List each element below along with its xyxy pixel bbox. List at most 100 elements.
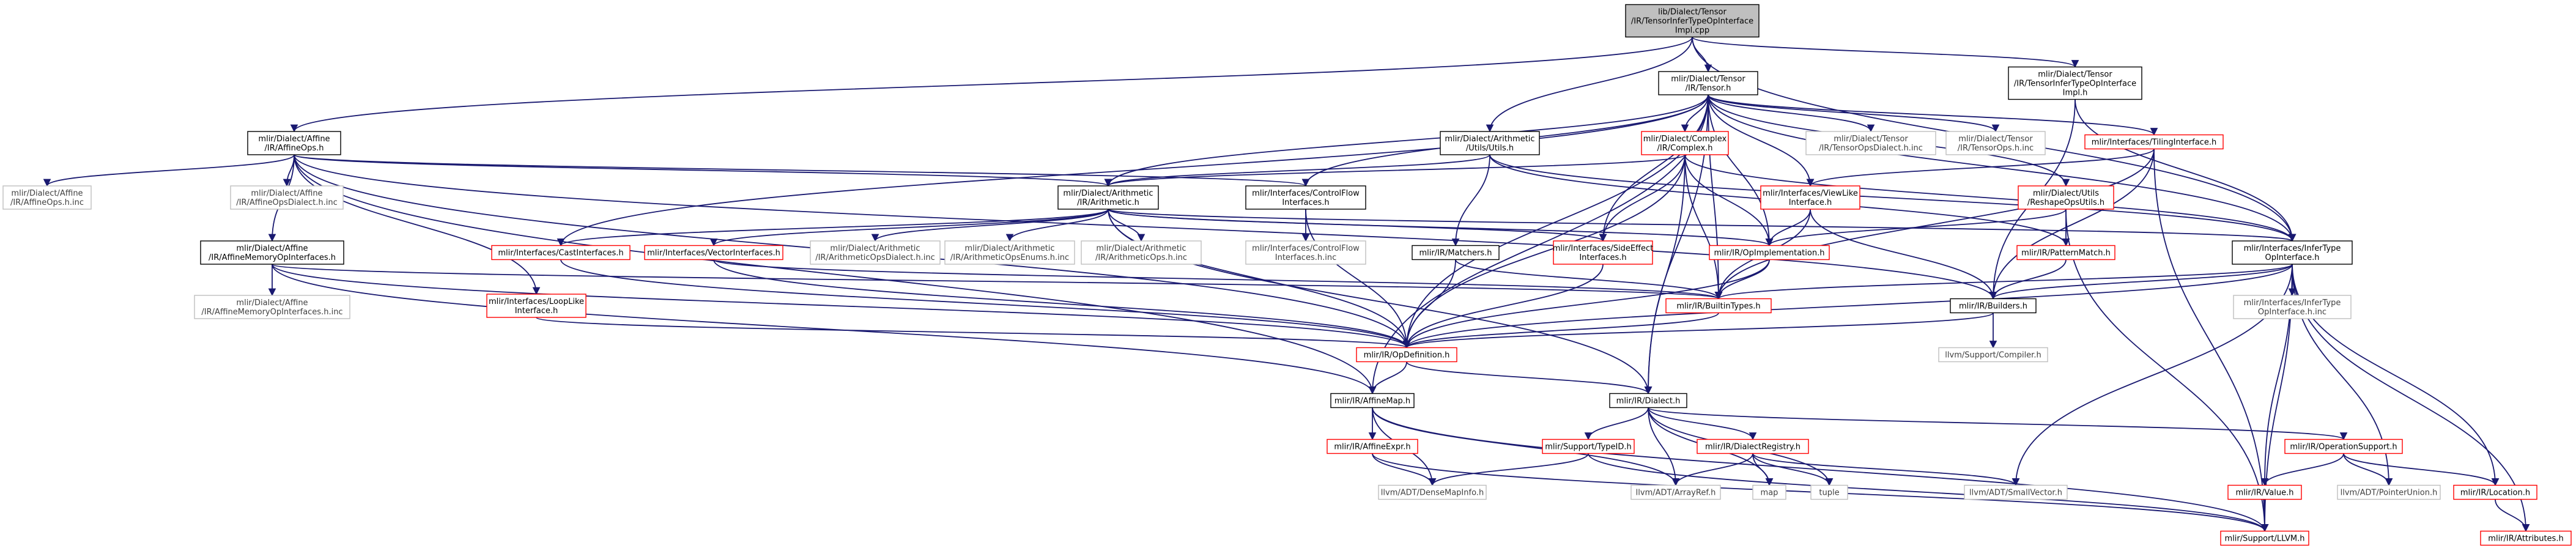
node-location_h[interactable]: mlir/IR/Location.h	[2453, 484, 2537, 500]
node-box-affine_ops_h	[247, 131, 341, 155]
node-affine_expr_h[interactable]: mlir/IR/AffineExpr.h	[1327, 438, 1418, 454]
node-label-affine_ops_h-line-0: mlir/Dialect/Affine	[258, 135, 330, 144]
node-compiler_h[interactable]: llvm/Support/Compiler.h	[1938, 347, 2048, 363]
node-label-tensor_ops_inc-line-0: mlir/Dialect/Tensor	[1958, 135, 2033, 144]
node-label-arith_dialect_inc-line-0: mlir/Dialect/Arithmetic	[830, 244, 920, 253]
node-small_vector_h[interactable]: llvm/ADT/SmallVector.h	[1964, 484, 2068, 500]
edge-arith_h-to-vector_interfaces_h	[709, 209, 1109, 246]
node-box-tensor_ops_dialect_inc	[1805, 131, 1936, 155]
node-tiling_interface_h[interactable]: mlir/Interfaces/TilingInterface.h	[2084, 134, 2224, 150]
node-box-tiling_interface_h	[2084, 134, 2224, 150]
node-tuple[interactable]: tuple	[1810, 484, 1848, 500]
edge-affine_expr_h-to-dense_map_info_h	[1372, 453, 1437, 486]
node-tensor_infer_impl_h[interactable]: mlir/Dialect/Tensor/IR/TensorInferTypeOp…	[2008, 66, 2142, 100]
node-arith_h[interactable]: mlir/Dialect/Arithmetic/IR/Arithmetic.h	[1057, 185, 1159, 210]
node-label-complex_h-line-1: /IR/Complex.h	[1657, 144, 1712, 153]
node-label-infer_type_inc-line-1: OpInterface.h.inc	[2258, 308, 2326, 317]
node-array_ref_h[interactable]: llvm/ADT/ArrayRef.h	[1630, 484, 1721, 500]
node-label-view_like_h-line-1: Interface.h	[1789, 198, 1832, 207]
node-type_id_h[interactable]: mlir/Support/TypeID.h	[1542, 438, 1635, 454]
edges-layer	[43, 36, 2530, 532]
node-op_definition_h[interactable]: mlir/IR/OpDefinition.h	[1356, 347, 1457, 363]
edge-affine_ops_h-to-builders_h	[294, 154, 1997, 300]
node-label-cast_interfaces_h-line-0: mlir/Interfaces/CastInterfaces.h	[498, 249, 623, 258]
node-box-op_definition_h	[1356, 347, 1457, 363]
node-root: lib/Dialect/Tensor/IR/TensorInferTypeOpI…	[1625, 4, 1760, 38]
node-pointer_union_h[interactable]: llvm/ADT/PointerUnion.h	[2337, 484, 2441, 500]
node-tensor_ops_inc[interactable]: mlir/Dialect/Tensor/IR/TensorOps.h.inc	[1945, 131, 2046, 155]
node-box-control_flow_inc	[1245, 240, 1366, 265]
edge-complex_h-to-builtin_types_h	[1684, 154, 1723, 300]
node-attributes_h[interactable]: mlir/IR/Attributes.h	[2480, 530, 2572, 546]
node-box-builtin_types_h	[1665, 298, 1772, 314]
edge-affine_ops_h-to-affine_map_h	[294, 154, 1377, 394]
node-label-arith_utils_h-line-0: mlir/Dialect/Arithmetic	[1445, 135, 1534, 144]
node-builtin_types_h[interactable]: mlir/IR/BuiltinTypes.h	[1665, 298, 1772, 314]
node-label-root-line-2: Impl.cpp	[1675, 26, 1709, 35]
node-label-builtin_types_h-line-0: mlir/IR/BuiltinTypes.h	[1676, 302, 1760, 311]
node-op_impl_h[interactable]: mlir/IR/OpImplementation.h	[1709, 245, 1830, 261]
node-box-vector_interfaces_h	[644, 245, 783, 261]
node-label-arith_h-line-1: /IR/Arithmetic.h	[1077, 198, 1139, 207]
edge-dialect_h-to-dialect_registry_h	[1648, 407, 1757, 440]
edge-root-to-tensor_h	[1692, 37, 1712, 73]
node-arith_dialect_inc[interactable]: mlir/Dialect/Arithmetic/IR/ArithmeticOps…	[810, 240, 941, 265]
node-label-affine_mem_h-line-1: /IR/AffineMemoryOpInterfaces.h	[209, 253, 336, 262]
node-map[interactable]: map	[1752, 484, 1786, 500]
node-label-affine_ops_dialect_inc-line-1: /IR/AffineOpsDialect.h.inc	[236, 198, 338, 207]
node-llvm_h[interactable]: mlir/Support/LLVM.h	[2220, 530, 2309, 546]
node-affine_ops_dialect_inc[interactable]: mlir/Dialect/Affine/IR/AffineOpsDialect.…	[230, 185, 344, 210]
node-op_support_h[interactable]: mlir/IR/OperationSupport.h	[2284, 438, 2403, 454]
edge-location_h-to-attributes_h	[2495, 499, 2530, 532]
node-infer_type_inc[interactable]: mlir/Interfaces/InferTypeOpInterface.h.i…	[2233, 295, 2352, 319]
edge-arith_utils_h-to-infer_type_h	[1489, 154, 2297, 242]
node-dense_map_info_h[interactable]: llvm/ADT/DenseMapInfo.h	[1378, 484, 1487, 500]
node-label-affine_mem_inc-line-1: /IR/AffineMemoryOpInterfaces.h.inc	[201, 308, 342, 317]
node-affine_mem_h[interactable]: mlir/Dialect/Affine/IR/AffineMemoryOpInt…	[200, 240, 344, 265]
node-arith_ops_inc[interactable]: mlir/Dialect/Arithmetic/IR/ArithmeticOps…	[1081, 240, 1202, 265]
node-label-side_effect_h-line-0: mlir/Interfaces/SideEffect	[1553, 244, 1654, 253]
edge-tiling_interface_h-to-llvm_h	[2153, 149, 2269, 532]
node-affine_mem_inc[interactable]: mlir/Dialect/Affine/IR/AffineMemoryOpInt…	[194, 295, 350, 319]
node-tensor_h[interactable]: mlir/Dialect/Tensor/IR/Tensor.h	[1658, 71, 1758, 95]
node-complex_h[interactable]: mlir/Dialect/Complex/IR/Complex.h	[1641, 131, 1729, 155]
node-pattern_match_h[interactable]: mlir/IR/PatternMatch.h	[2016, 245, 2115, 261]
node-box-control_flow_h	[1245, 185, 1366, 210]
node-dialect_registry_h[interactable]: mlir/IR/DialectRegistry.h	[1697, 438, 1809, 454]
node-label-map-line-0: map	[1761, 489, 1778, 498]
node-affine_ops_inc[interactable]: mlir/Dialect/Affine/IR/AffineOps.h.inc	[2, 185, 92, 210]
node-value_h[interactable]: mlir/IR/Value.h	[2227, 484, 2302, 500]
edge-control_flow_h-to-op_definition_h	[1305, 209, 1411, 349]
node-box-matchers_h	[1412, 245, 1500, 261]
node-label-control_flow_inc-line-1: Interfaces.h.inc	[1275, 253, 1336, 262]
node-label-tensor_infer_impl_h-line-1: /IR/TensorInferTypeOpInterface	[2014, 80, 2136, 89]
node-label-tensor_ops_dialect_inc-line-0: mlir/Dialect/Tensor	[1834, 135, 1908, 144]
node-tensor_ops_dialect_inc[interactable]: mlir/Dialect/Tensor/IR/TensorOpsDialect.…	[1805, 131, 1936, 155]
node-label-tensor_h-line-1: /IR/Tensor.h	[1686, 84, 1731, 93]
node-builders_h[interactable]: mlir/IR/Builders.h	[1950, 298, 2037, 314]
node-affine_ops_h[interactable]: mlir/Dialect/Affine/IR/AffineOps.h	[247, 131, 341, 155]
edge-affine_map_h-to-llvm_h	[1372, 407, 2269, 532]
edge-side_effect_h-to-op_definition_h	[1402, 264, 1604, 349]
node-label-affine_mem_h-line-0: mlir/Dialect/Affine	[236, 244, 308, 253]
node-control_flow_inc[interactable]: mlir/Interfaces/ControlFlowInterfaces.h.…	[1245, 240, 1366, 265]
node-cast_interfaces_h[interactable]: mlir/Interfaces/CastInterfaces.h	[491, 245, 631, 261]
edge-infer_type_h-to-builders_h	[1989, 264, 2293, 300]
edge-dialect_h-to-array_ref_h	[1648, 407, 1680, 486]
node-label-op_impl_h-line-0: mlir/IR/OpImplementation.h	[1714, 249, 1825, 258]
node-infer_type_h[interactable]: mlir/Interfaces/InferTypeOpInterface.h	[2232, 240, 2353, 265]
node-vector_interfaces_h[interactable]: mlir/Interfaces/VectorInterfaces.h	[644, 245, 783, 261]
node-reshape_utils_h[interactable]: mlir/Dialect/Utils/ReshapeOpsUtils.h	[2018, 185, 2114, 210]
node-dialect_h[interactable]: mlir/IR/Dialect.h	[1609, 393, 1687, 409]
node-affine_map_h[interactable]: mlir/IR/AffineMap.h	[1330, 393, 1415, 409]
node-box-array_ref_h	[1630, 484, 1721, 500]
node-box-affine_mem_inc	[194, 295, 350, 319]
node-arith_utils_h[interactable]: mlir/Dialect/Arithmetic/Utils/Utils.h	[1440, 131, 1540, 155]
node-arith_enums_inc[interactable]: mlir/Dialect/Arithmetic/IR/ArithmeticOps…	[944, 240, 1075, 265]
node-matchers_h[interactable]: mlir/IR/Matchers.h	[1412, 245, 1500, 261]
node-box-location_h	[2453, 484, 2537, 500]
